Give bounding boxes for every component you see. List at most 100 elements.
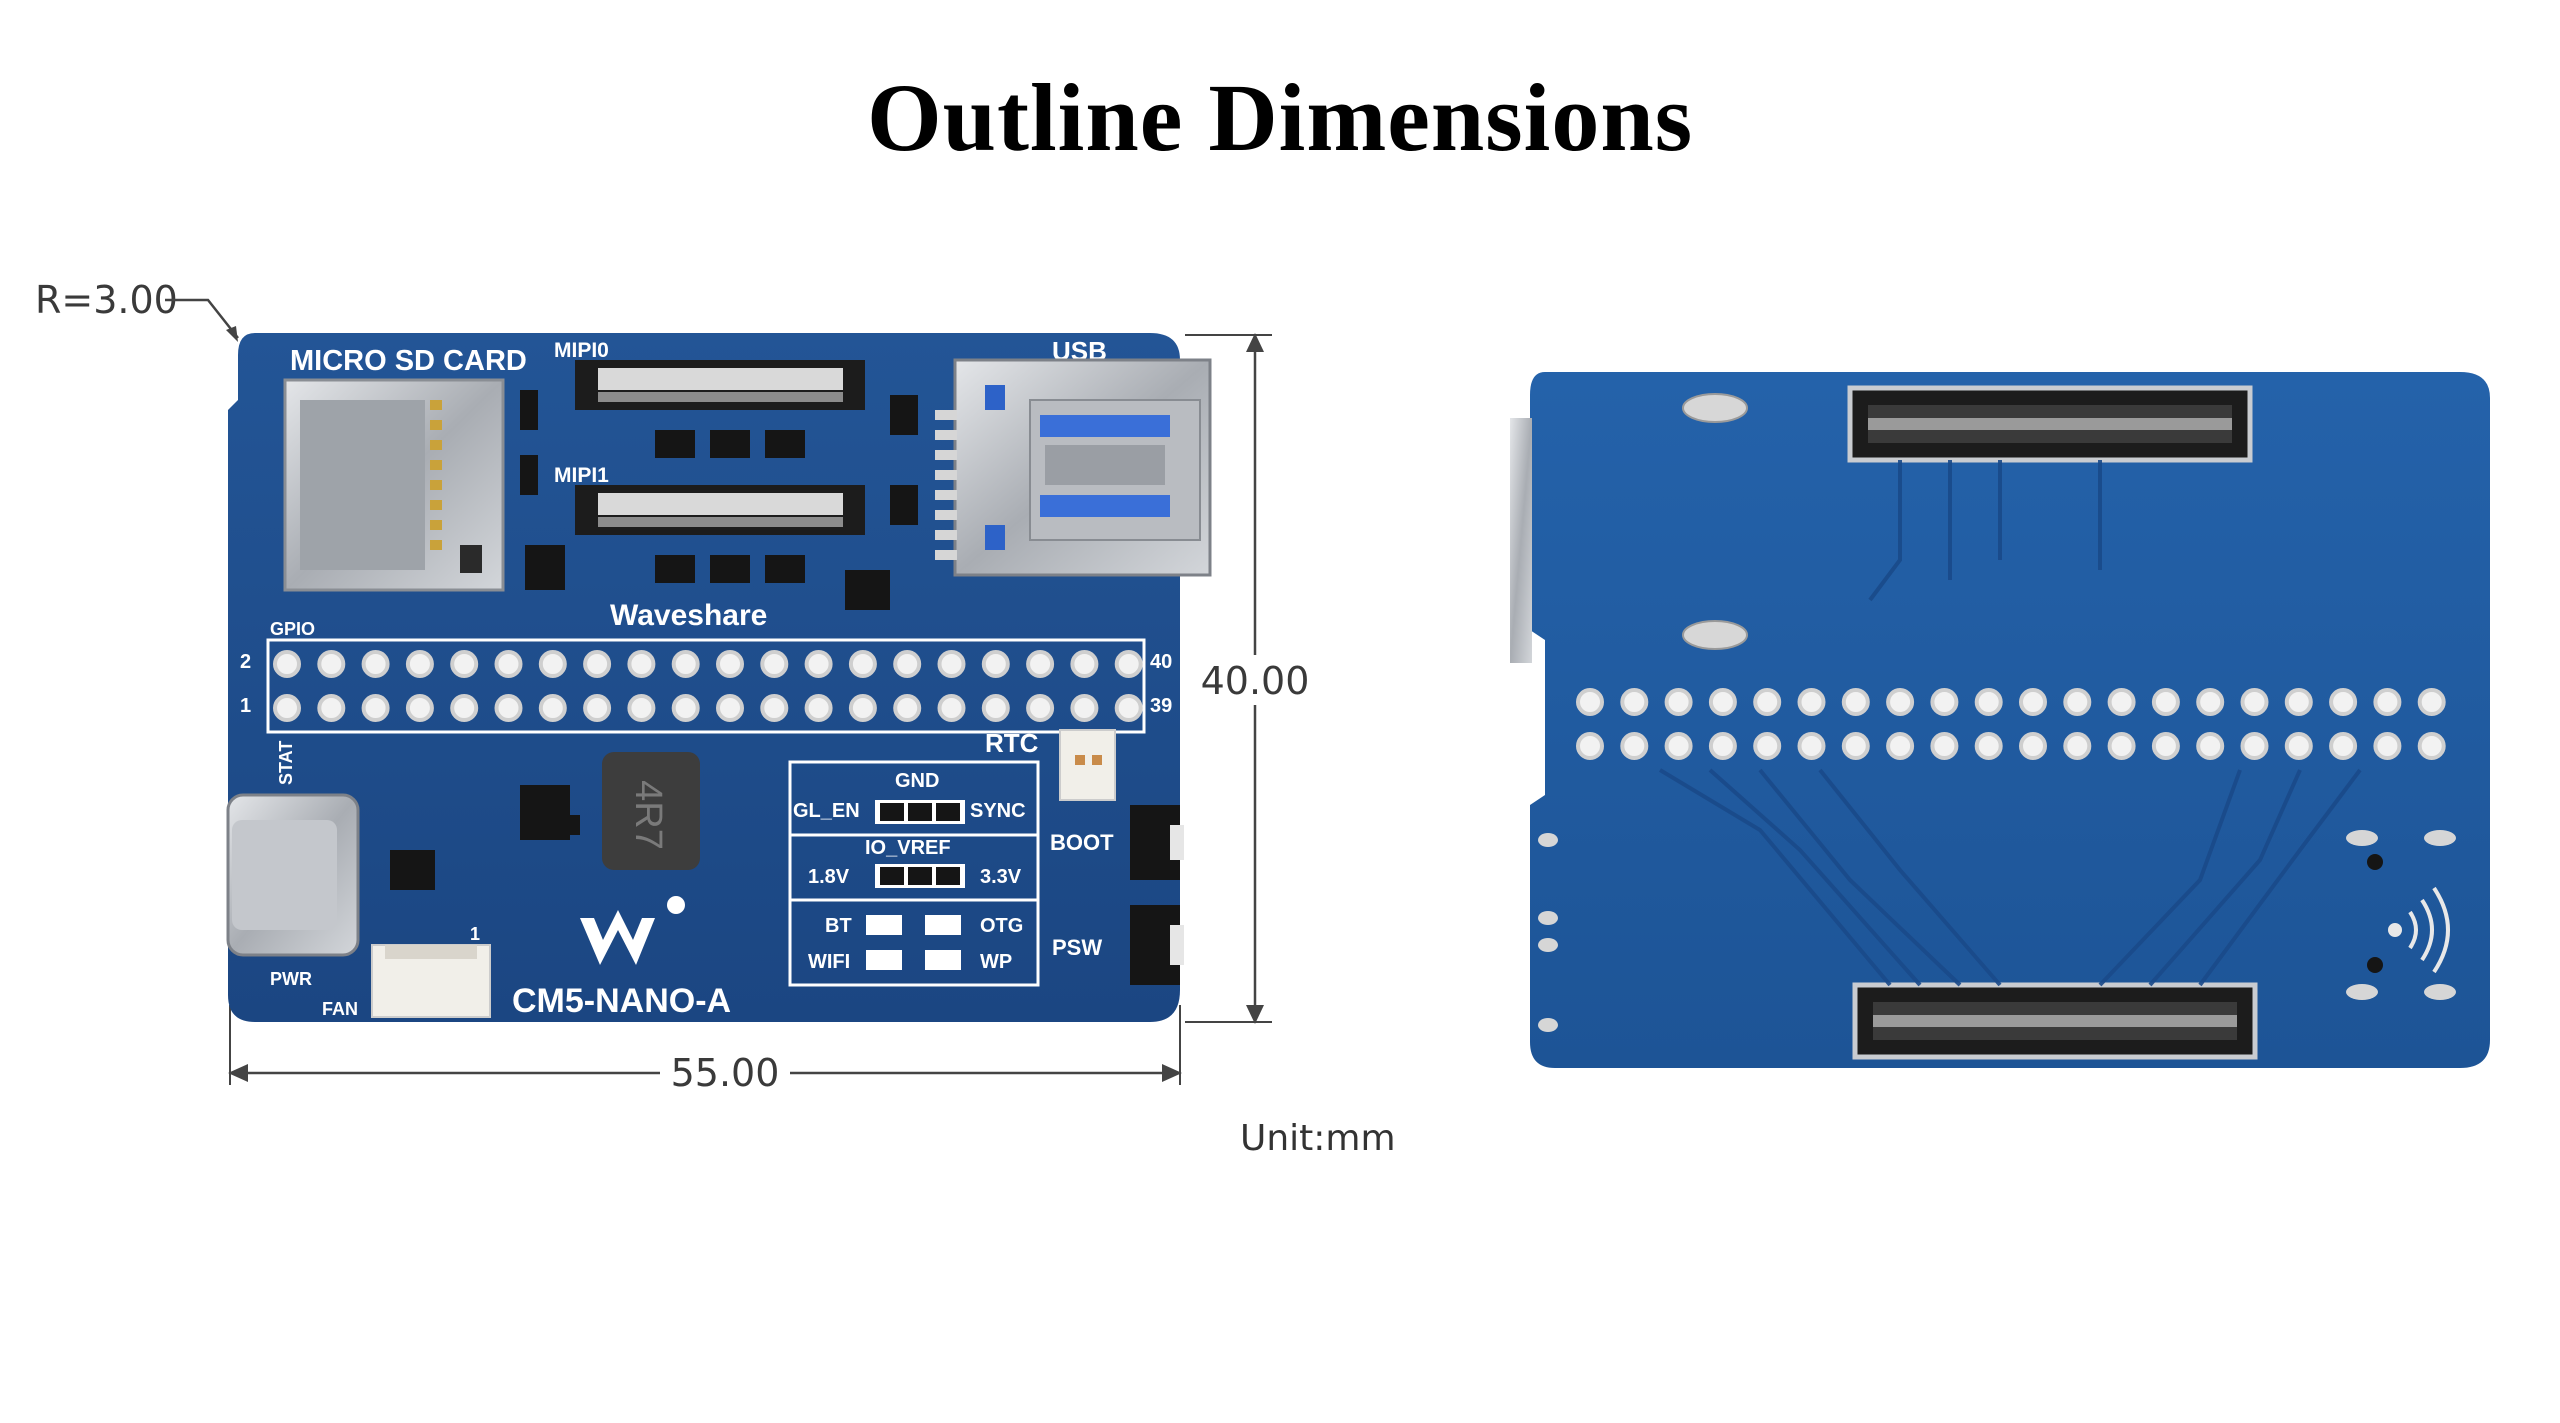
gpio-pad xyxy=(494,650,523,678)
gpio-pad xyxy=(1841,732,1870,760)
gpio-pad xyxy=(937,694,966,722)
label-model: CM5-NANO-A xyxy=(512,982,731,1020)
gpio-pad xyxy=(2240,688,2269,716)
gpio-pad xyxy=(1974,688,2003,716)
gpio-pad xyxy=(317,694,346,722)
gpio-pad xyxy=(893,694,922,722)
gpio-pad xyxy=(2196,688,2225,716)
smd-components xyxy=(520,390,918,610)
gpio-pad xyxy=(2417,688,2446,716)
front-board: MICRO SD CARD MIPI0 MIPI1 USB xyxy=(226,333,1212,1022)
gpio-pad xyxy=(317,650,346,678)
back-pcb xyxy=(1530,372,2490,1068)
gpio-pad xyxy=(1114,694,1143,722)
label-sync: SYNC xyxy=(970,800,1026,822)
gpio-pad xyxy=(1070,650,1099,678)
gpio-pad xyxy=(538,694,567,722)
gpio-through-holes xyxy=(1576,688,2446,760)
gpio-pad xyxy=(273,650,301,678)
micro-sd-slot xyxy=(283,378,505,592)
usb-c-power-port xyxy=(226,793,360,957)
gpio-pad xyxy=(2240,732,2269,760)
gpio-pad xyxy=(405,650,434,678)
label-wifi: WIFI xyxy=(808,951,850,973)
power-switch-button[interactable] xyxy=(1130,905,1184,985)
gpio-pad xyxy=(671,650,700,678)
label-psw: PSW xyxy=(1052,935,1102,960)
label-bt: BT xyxy=(825,915,852,937)
gpio-pad xyxy=(716,650,744,678)
gpio-pad xyxy=(450,694,479,722)
label-fan-pin1: 1 xyxy=(470,924,480,944)
gpio-pad xyxy=(1664,732,1693,760)
gpio-pad xyxy=(2373,732,2402,760)
gpio-pad xyxy=(1576,732,1604,760)
back-board xyxy=(1510,372,2490,1068)
unit-label: Unit:mm xyxy=(1240,1118,1396,1159)
gpio-pad xyxy=(1620,688,1649,716)
gpio-pad xyxy=(804,694,833,722)
gpio-pad xyxy=(450,650,479,678)
gpio-pad xyxy=(1974,732,2003,760)
gpio-pad xyxy=(2107,732,2136,760)
gpio-pad xyxy=(1753,688,1782,716)
gpio-pad xyxy=(1576,688,1604,716)
gpio-pad xyxy=(1620,732,1649,760)
gpio-pad xyxy=(760,650,789,678)
board-to-board-connector-bottom xyxy=(1852,982,2258,1060)
radius-leader xyxy=(165,298,239,339)
gpio-pad xyxy=(2329,688,2358,716)
inductor-4r7: 4R7 xyxy=(602,752,700,870)
gpio-pad xyxy=(1026,694,1055,722)
gpio-pad xyxy=(981,694,1010,722)
dimension-annotations: R=3.00 40.00 55.00 xyxy=(35,278,1310,1098)
gpio-header xyxy=(273,650,1143,722)
gpio-pad xyxy=(1664,688,1693,716)
label-1v8: 1.8V xyxy=(808,866,850,888)
gpio-pad xyxy=(627,694,656,722)
gpio-pad xyxy=(494,694,523,722)
gpio-pad xyxy=(361,694,390,722)
board-to-board-connector-top xyxy=(1847,385,2253,463)
gpio-pad xyxy=(2329,732,2358,760)
boot-button[interactable] xyxy=(1130,805,1184,880)
gpio-pad xyxy=(273,694,301,722)
label-pin-39: 39 xyxy=(1150,695,1172,717)
gpio-pad xyxy=(804,650,833,678)
gpio-pad xyxy=(1797,688,1826,716)
radius-label: R=3.00 xyxy=(35,278,178,322)
usb-edge-back xyxy=(1510,418,1532,663)
gpio-pad xyxy=(2019,732,2047,760)
label-gl-en: GL_EN xyxy=(793,800,860,822)
gpio-pad xyxy=(848,650,877,678)
gpio-pad xyxy=(1797,732,1826,760)
gpio-pad xyxy=(1841,688,1870,716)
label-fan: FAN xyxy=(322,999,358,1019)
label-pin-1: 1 xyxy=(240,695,251,717)
label-io-vref: IO_VREF xyxy=(865,837,951,859)
page-title: Outline Dimensions xyxy=(866,64,1694,171)
gpio-pad xyxy=(1930,732,1959,760)
label-gpio: GPIO xyxy=(270,619,315,639)
gpio-pad xyxy=(2417,732,2446,760)
width-label: 55.00 xyxy=(671,1051,780,1095)
waveshare-logo xyxy=(580,896,685,965)
label-rtc: RTC xyxy=(985,728,1039,758)
gpio-pad xyxy=(1070,694,1099,722)
label-otg: OTG xyxy=(980,915,1023,937)
gpio-pad xyxy=(1753,732,1782,760)
label-pin-40: 40 xyxy=(1150,651,1172,673)
gpio-pad xyxy=(2151,732,2180,760)
label-inductor: 4R7 xyxy=(627,780,669,850)
gpio-pad xyxy=(2107,688,2136,716)
label-pwr: PWR xyxy=(270,969,312,989)
config-jumper-box: GND GL_EN SYNC IO_VREF 1.8V 3.3V BT OTG … xyxy=(788,760,1040,987)
gpio-pad xyxy=(538,650,567,678)
label-micro-sd: MICRO SD CARD xyxy=(290,345,527,377)
gpio-pad xyxy=(1886,732,1915,760)
gpio-pad xyxy=(1886,688,1915,716)
mipi0-connector xyxy=(575,360,865,410)
gpio-pad xyxy=(937,650,966,678)
nfc-wireless-icon xyxy=(2388,886,2450,974)
gpio-pad xyxy=(2284,688,2313,716)
